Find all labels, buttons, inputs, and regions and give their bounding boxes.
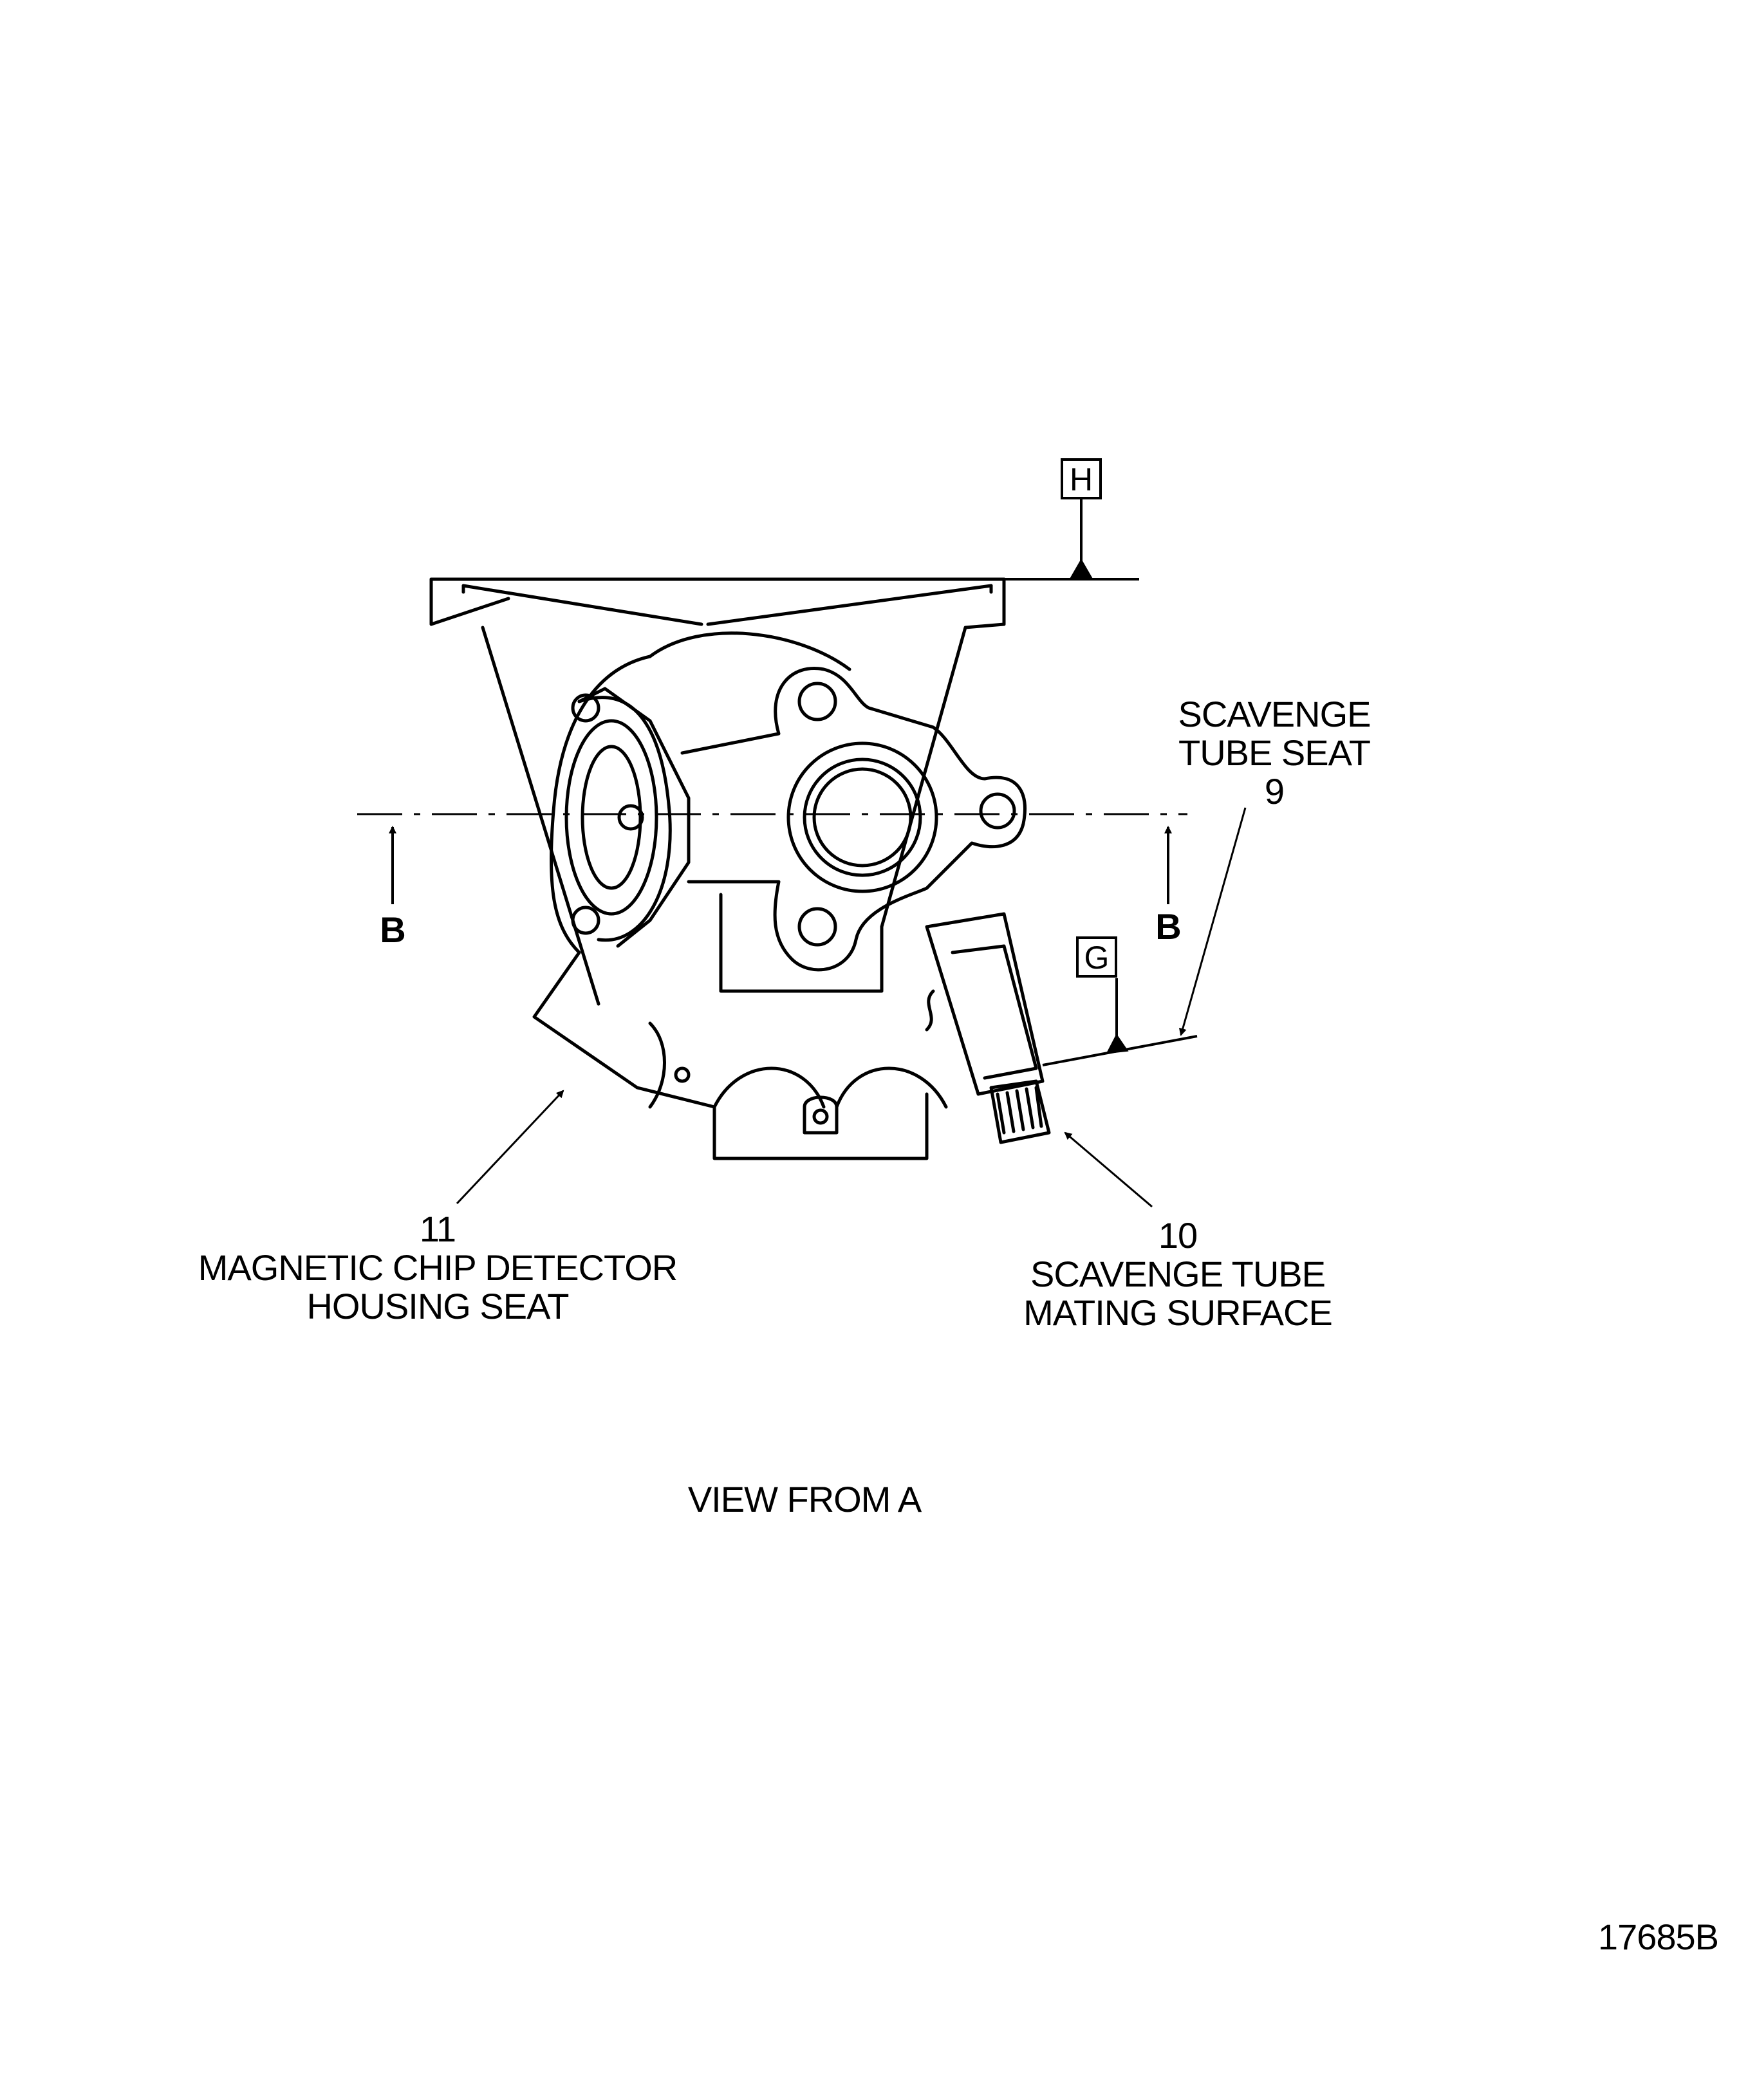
datum-g-box: G <box>1076 936 1117 978</box>
housing-body <box>532 631 948 1160</box>
callout-9-line2: TUBE SEAT <box>1178 732 1371 773</box>
section-label-right: B <box>1155 906 1181 947</box>
section-label-left: B <box>380 909 405 950</box>
chip-detector-boss <box>564 687 691 948</box>
leader-item-11 <box>456 1090 564 1205</box>
figure-id: 17685B <box>1597 1917 1719 1957</box>
callout-11-line1: MAGNETIC CHIP DETECTOR <box>198 1247 678 1288</box>
callout-11-line2: HOUSING SEAT <box>306 1286 569 1326</box>
callout-10-line1: SCAVENGE TUBE <box>1030 1254 1326 1294</box>
leader-item-10 <box>1064 1131 1153 1208</box>
central-boss <box>680 667 1027 972</box>
callout-item-10: 10 SCAVENGE TUBE MATING SURFACE <box>1004 1216 1352 1332</box>
callout-item-9: SCAVENGE TUBE SEAT 9 <box>1152 695 1397 811</box>
callout-9-line1: SCAVENGE <box>1178 694 1371 734</box>
callout-10-number: 10 <box>1158 1215 1198 1256</box>
datum-g-symbol <box>1042 978 1198 1066</box>
scavenge-tube-fitting <box>925 912 1051 1144</box>
top-flange <box>429 577 1006 1006</box>
callout-item-11: 11 MAGNETIC CHIP DETECTOR HOUSING SEAT <box>193 1210 682 1326</box>
datum-h-box: H <box>1061 458 1102 499</box>
callout-10-line2: MATING SURFACE <box>1023 1292 1333 1333</box>
callout-11-number: 11 <box>419 1209 456 1249</box>
callout-9-number: 9 <box>1264 771 1285 812</box>
datum-h-symbol <box>1004 499 1139 581</box>
view-label: VIEW FROM A <box>687 1479 922 1519</box>
leader-item-9 <box>1178 807 1247 1036</box>
